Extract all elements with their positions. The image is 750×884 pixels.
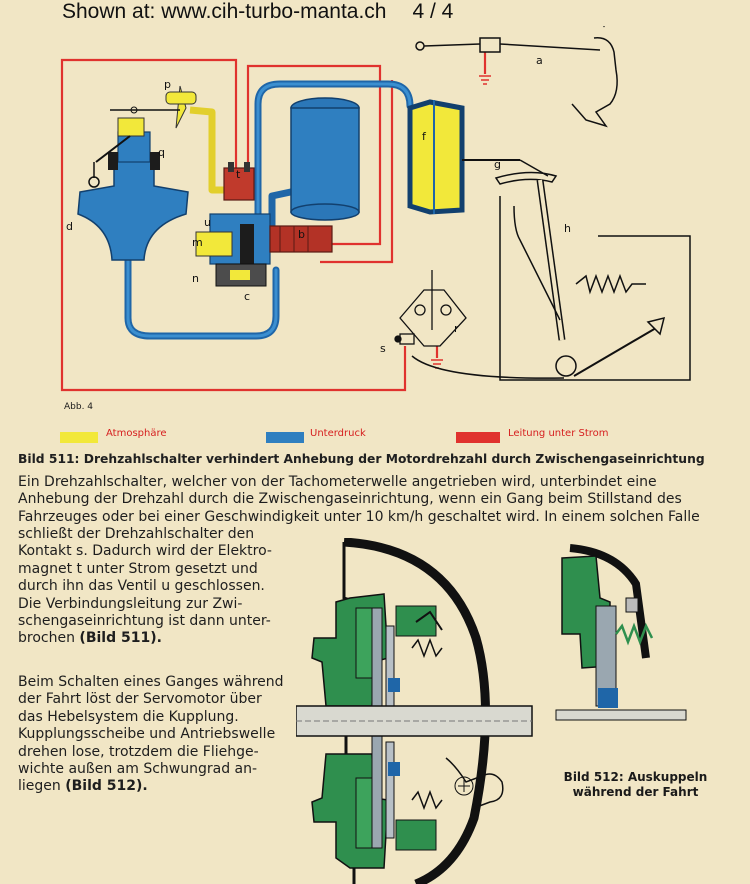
- label-t: t: [236, 168, 241, 181]
- paragraph-1b-line: Kontakt s. Dadurch wird der Elektro-: [18, 543, 272, 560]
- label-s: s: [380, 342, 386, 355]
- paragraph-1-line: Anhebung der Drehzahl durch die Zwischen…: [18, 491, 682, 508]
- source-header: Shown at: www.cih-turbo-manta.ch 4 / 4: [62, 0, 453, 28]
- label-c: c: [244, 290, 250, 303]
- paragraph-2-line: Kupplungsscheibe und Antriebswelle: [18, 726, 276, 743]
- paragraph-2-line: liegen: [18, 778, 61, 795]
- paragraph-1b-line: brochen: [18, 630, 75, 647]
- paragraph-1-continued: schließt der Drehzahlschalter den Kontak…: [18, 526, 290, 648]
- source-url-text: Shown at: www.cih-turbo-manta.ch: [62, 0, 387, 23]
- vacuum-tank: [290, 97, 360, 221]
- label-r: r: [454, 322, 459, 335]
- paragraph-1: Ein Drehzahlschalter, welcher von der Ta…: [18, 474, 730, 526]
- label-a: a: [536, 54, 543, 67]
- paragraph-2-line: der Fahrt löst der Servomotor über: [18, 691, 262, 708]
- figure-reference-512: (Bild 512).: [65, 778, 148, 795]
- figure-number: Abb. 4: [64, 402, 94, 412]
- paragraph-1b-line: schengaseinrichtung ist dann unter-: [18, 613, 271, 630]
- speed-switch: [394, 270, 467, 347]
- legend-label-current: Leitung unter Strom: [508, 428, 609, 439]
- paragraph-2-line: Beim Schalten eines Ganges während: [18, 674, 284, 690]
- label-n: n: [192, 272, 199, 285]
- clutch-cross-section: [296, 538, 687, 884]
- label-p: p: [164, 78, 171, 91]
- electric-wires: [60, 44, 487, 392]
- legend-label-atmosphere: Atmosphäre: [106, 428, 167, 439]
- pedal-linkage: [411, 159, 691, 381]
- label-u: u: [204, 216, 211, 229]
- paragraph-1b-line: schließt der Drehzahlschalter den: [18, 526, 255, 542]
- label-h: h: [564, 222, 571, 235]
- control-valve: [195, 162, 333, 287]
- label-m: m: [192, 236, 203, 249]
- caption-512-line: während der Fahrt: [572, 785, 699, 799]
- legend-swatch-vacuum: [266, 432, 304, 443]
- label-b: b: [298, 228, 305, 241]
- part-labels: a b c d f g h m n p q r s t u: [66, 54, 571, 355]
- paragraph-1b-line: durch ihn das Ventil u geschlossen.: [18, 578, 265, 595]
- paragraph-2-line: drehen lose, trotzdem die Fliehge-: [18, 743, 259, 760]
- paragraph-2-line: wichte außen am Schwungrad an-: [18, 761, 258, 778]
- label-f: f: [422, 130, 427, 143]
- intake-manifold: [77, 117, 189, 261]
- label-g: g: [494, 158, 501, 171]
- legend-swatch-current: [456, 432, 500, 443]
- label-d: d: [66, 220, 73, 233]
- servo-motor: [407, 99, 520, 215]
- paragraph-1-line: Fahrzeuges oder bei einer Geschwindigkei…: [18, 508, 700, 525]
- legend-label-vacuum: Unterdruck: [310, 428, 366, 439]
- legend-swatch-atmosphere: [60, 432, 98, 443]
- label-q: q: [158, 146, 165, 159]
- paragraph-2-line: das Hebelsystem die Kupplung.: [18, 708, 239, 725]
- figure-caption-511: Bild 511: Drehzahlschalter verhindert An…: [18, 452, 705, 466]
- caption-512-line: Bild 512: Auskuppeln: [563, 770, 708, 784]
- paragraph-2: Beim Schalten eines Ganges während der F…: [18, 674, 292, 796]
- throttle-rod: [415, 26, 618, 128]
- figure-caption-512: Bild 512: Auskuppeln während der Fahrt: [548, 770, 723, 800]
- page-indicator: 4 / 4: [412, 0, 454, 23]
- paragraph-1b-line: magnet t unter Strom gesetzt und: [18, 560, 258, 577]
- paragraph-1b-line: Die Verbindungsleitung zur Zwi-: [18, 595, 243, 612]
- vacuum-system-diagram: a b c d f g h m n p q r s t u: [60, 26, 691, 392]
- paragraph-1-line: Ein Drehzahlschalter, welcher von der Ta…: [18, 474, 657, 490]
- figure-reference-511: (Bild 511).: [79, 630, 162, 647]
